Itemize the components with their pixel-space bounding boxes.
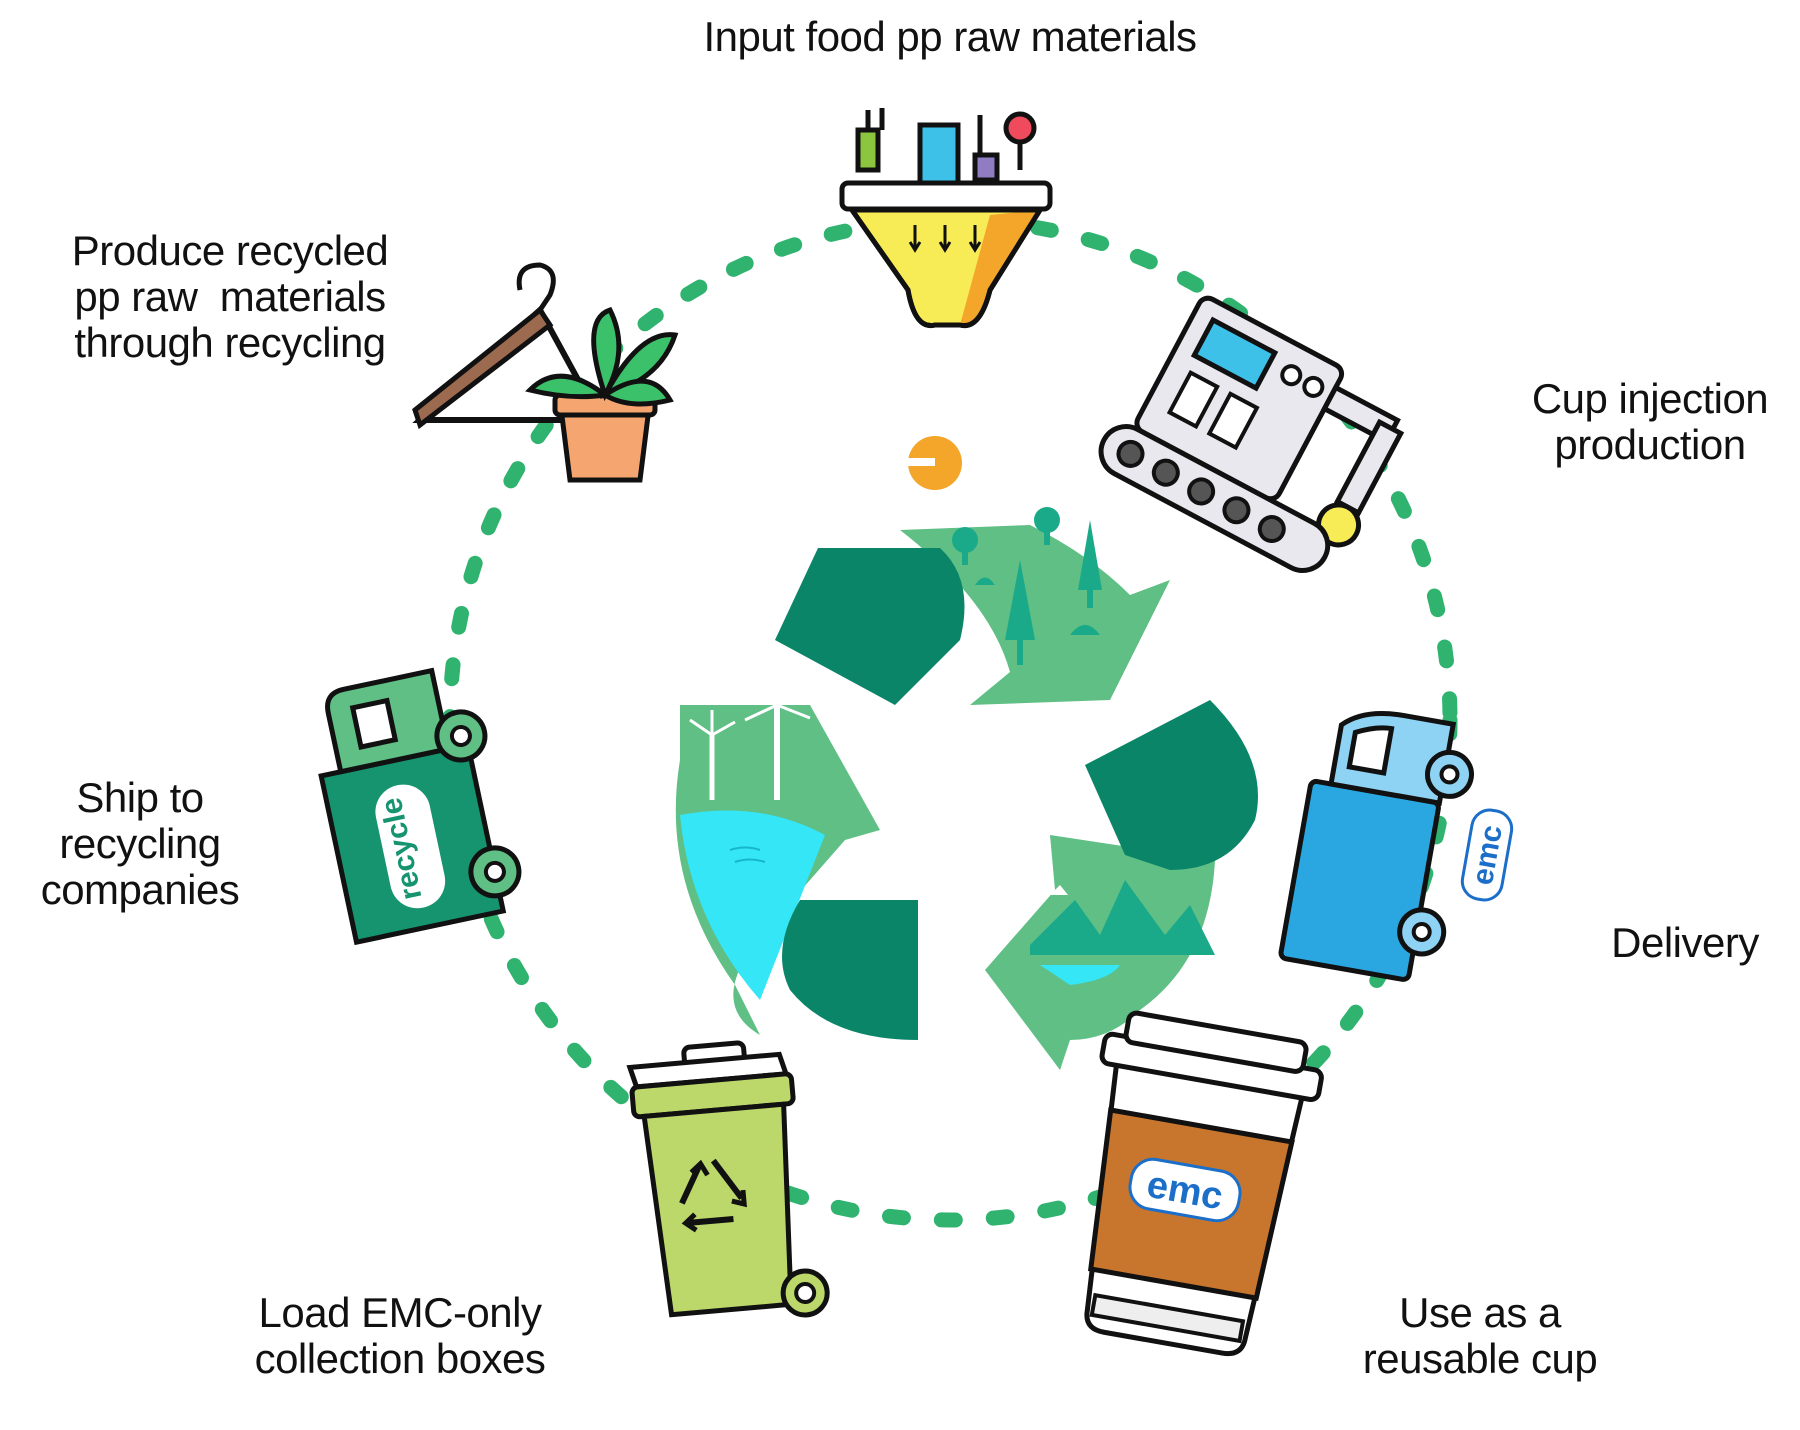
recycle-bin-icon [626,1040,830,1318]
emc-badge-cup: emc [1128,1157,1242,1223]
step-label-injection: Cup injection production [1531,375,1769,468]
step-label-input: Input food pp raw materials [703,13,1197,60]
emc-badge-truck: emc [1460,808,1514,902]
step-label-produce: Produce recycled pp raw materials throug… [71,227,389,366]
hanger-plant-icon [412,262,679,483]
injection-machine-icon [1098,295,1405,573]
delivery-truck-icon [1278,711,1474,982]
central-recycle-emblem-icon [675,436,1258,1070]
step-label-ship: Ship to recycling companies [40,774,240,913]
step-label-load: Load EMC-only collection boxes [254,1289,546,1382]
funnel-icon [839,108,1053,329]
step-label-use: Use as a reusable cup [1362,1289,1598,1382]
recycle-truck-icon: recycle [318,667,522,946]
step-label-delivery: Delivery [1611,919,1759,966]
